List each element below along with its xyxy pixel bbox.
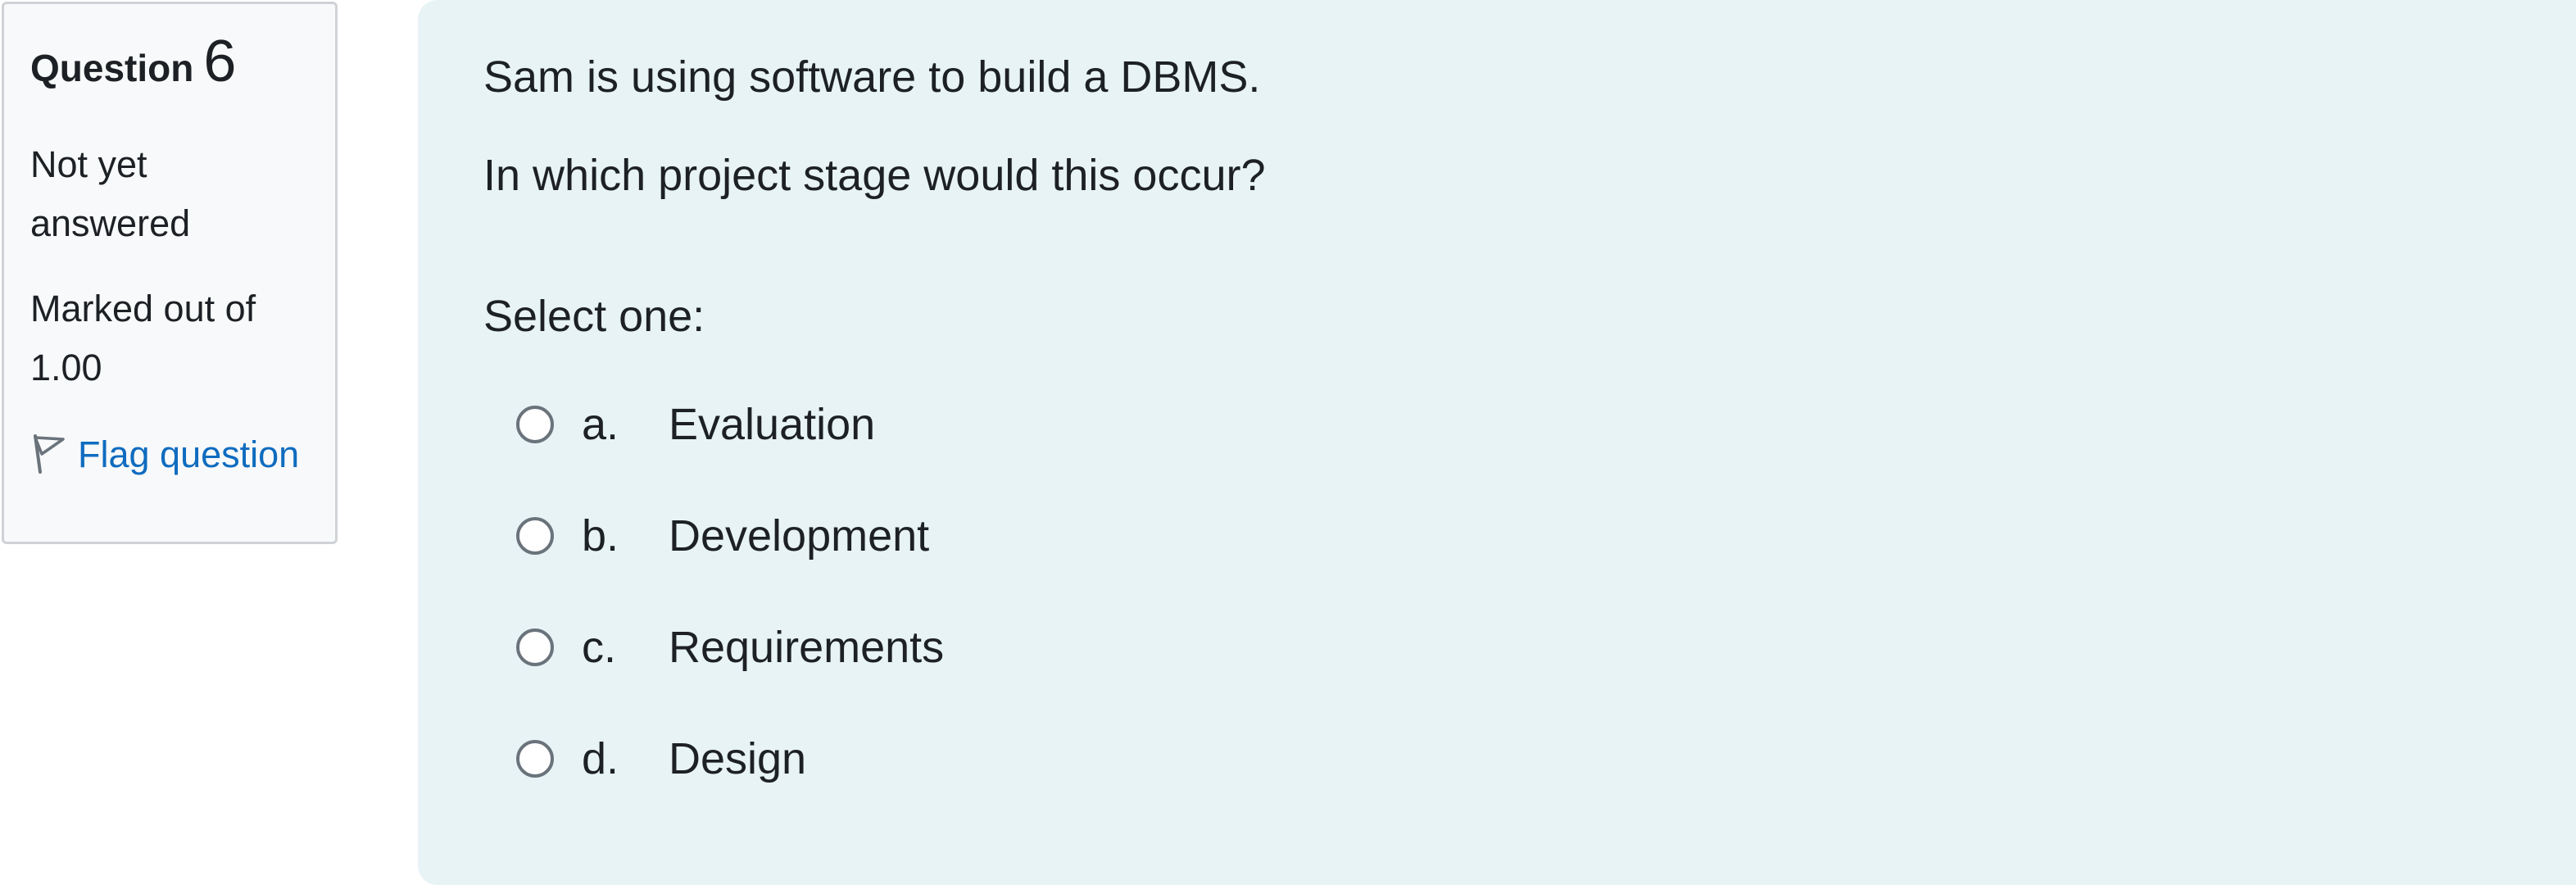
question-label: Question bbox=[30, 47, 194, 89]
radio-unchecked-icon[interactable] bbox=[516, 740, 554, 778]
flag-question-link[interactable]: Flag question bbox=[30, 425, 309, 484]
option-label: Evaluation bbox=[669, 400, 876, 449]
question-text: Sam is using software to build a DBMS. I… bbox=[483, 48, 2576, 205]
question-text-line-1: Sam is using software to build a DBMS. bbox=[483, 52, 1261, 102]
option-label: Design bbox=[669, 734, 807, 783]
option-letter: d. bbox=[582, 734, 619, 783]
answer-options: a. Evaluation b. Development c. Requirem… bbox=[516, 369, 2576, 815]
question-grade: Marked out of 1.00 bbox=[30, 288, 256, 388]
flag-question-label: Flag question bbox=[78, 433, 300, 475]
answer-option-b[interactable]: b. Development bbox=[516, 480, 2576, 592]
radio-unchecked-icon[interactable] bbox=[516, 517, 554, 555]
option-label: Requirements bbox=[669, 623, 945, 672]
option-letter: b. bbox=[582, 511, 619, 560]
question-text-line-2: In which project stage would this occur? bbox=[483, 151, 1266, 200]
option-label: Development bbox=[669, 511, 930, 560]
answer-prompt: Select one: bbox=[483, 292, 705, 341]
answer-option-c[interactable]: c. Requirements bbox=[516, 592, 2576, 703]
radio-unchecked-icon[interactable] bbox=[516, 629, 554, 666]
question-number: 6 bbox=[203, 29, 237, 94]
option-letter: a. bbox=[582, 400, 619, 449]
question-content: Sam is using software to build a DBMS. I… bbox=[418, 0, 2576, 885]
option-letter: c. bbox=[582, 623, 617, 672]
answer-option-d[interactable]: d. Design bbox=[516, 703, 2576, 815]
radio-unchecked-icon[interactable] bbox=[516, 406, 554, 443]
question-state: Not yet answered bbox=[30, 143, 191, 244]
answer-option-a[interactable]: a. Evaluation bbox=[516, 369, 2576, 480]
flag-icon bbox=[34, 434, 65, 474]
